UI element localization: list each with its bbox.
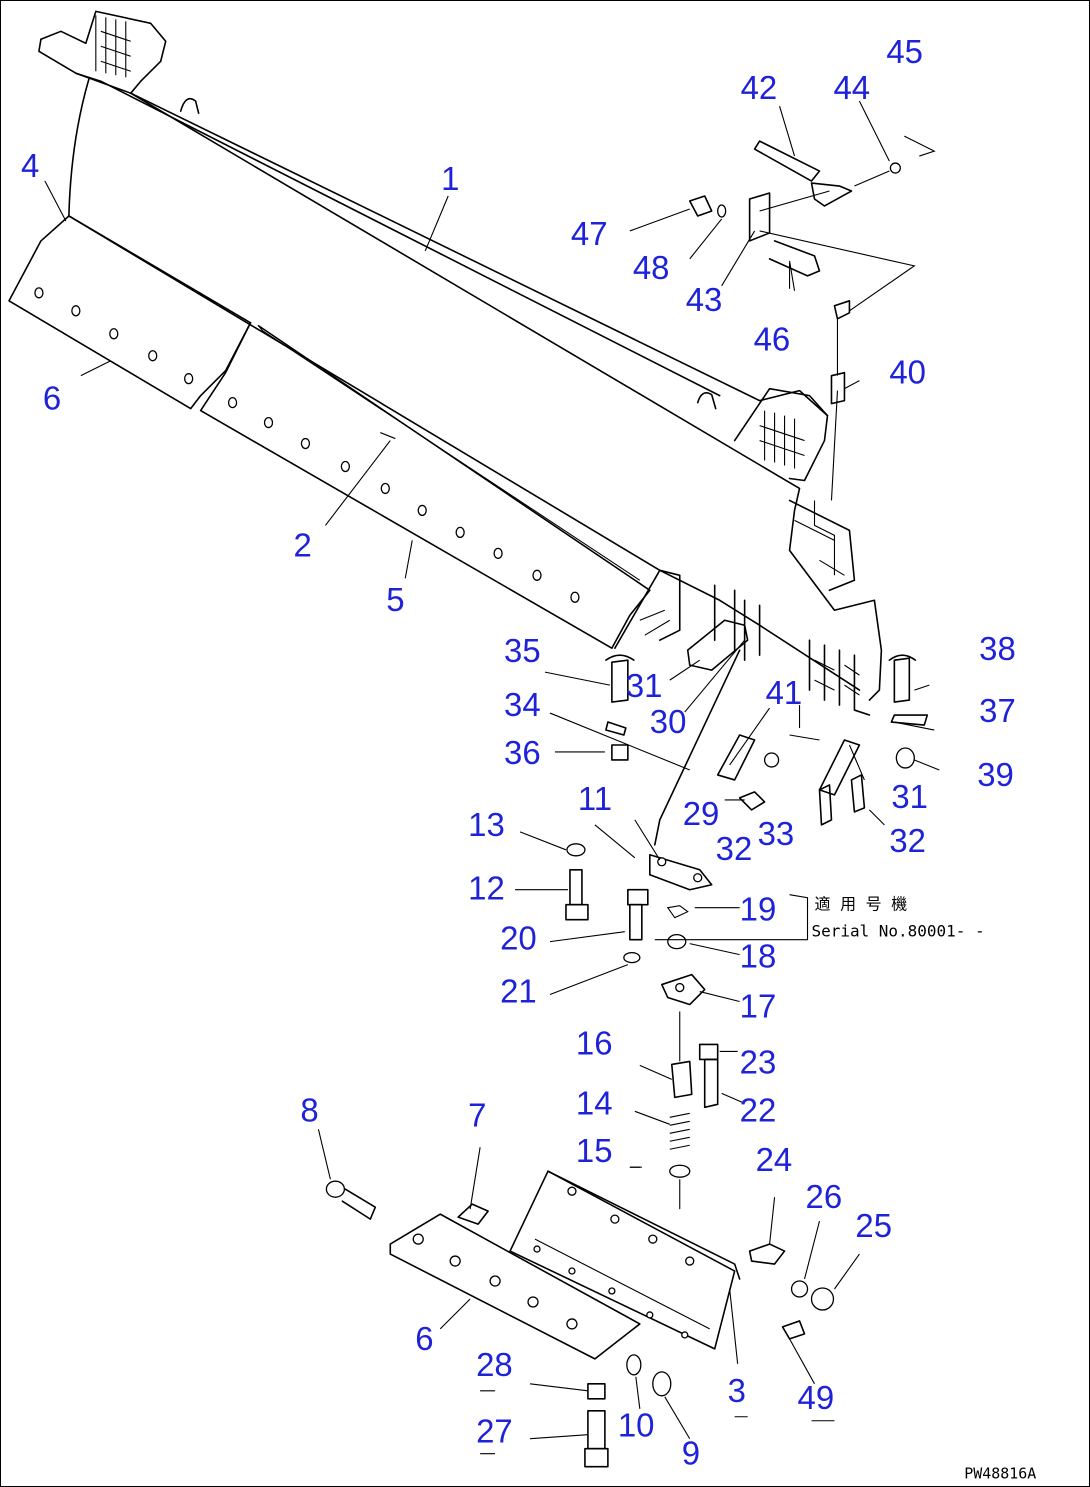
callout-27: 27: [476, 1413, 513, 1450]
callout-28: 28: [476, 1346, 513, 1383]
callout-16: 16: [576, 1024, 613, 1061]
callout-labels: 1 2 3 4 5 6 6 7 8 9 10 11 12 13 14 15 16…: [21, 33, 1016, 1471]
callout-42: 42: [741, 69, 778, 106]
callout-48: 48: [633, 249, 670, 286]
blade-assembly: [8, 10, 883, 716]
callout-41: 41: [766, 674, 803, 711]
callout-35: 35: [504, 632, 541, 669]
callout-21: 21: [500, 973, 537, 1010]
serial-number-note: 適 用 号 機 Serial No.80001- -: [812, 895, 985, 941]
callout-34: 34: [504, 686, 541, 723]
callout-36: 36: [504, 734, 541, 771]
callout-6b: 6: [415, 1320, 433, 1357]
callout-30: 30: [650, 703, 687, 740]
callout-39: 39: [977, 756, 1014, 793]
callout-15: 15: [576, 1132, 613, 1169]
callout-43: 43: [686, 281, 723, 318]
callout-22: 22: [740, 1091, 777, 1128]
callout-18: 18: [740, 938, 777, 975]
callout-31a: 31: [626, 667, 663, 704]
callout-5: 5: [386, 581, 404, 618]
callout-25: 25: [855, 1207, 892, 1244]
callout-17: 17: [740, 987, 777, 1024]
callout-31b: 31: [891, 778, 928, 815]
callout-38: 38: [979, 630, 1016, 667]
callout-24: 24: [756, 1141, 793, 1178]
callout-45: 45: [886, 33, 923, 70]
callout-12: 12: [468, 870, 505, 907]
callout-32b: 32: [889, 822, 926, 859]
callout-7: 7: [468, 1096, 486, 1133]
callout-14: 14: [576, 1084, 613, 1121]
leader-lines: [44, 100, 940, 1455]
callout-2: 2: [293, 526, 311, 563]
callout-6a: 6: [43, 380, 61, 417]
callout-33: 33: [758, 815, 795, 852]
callout-10: 10: [618, 1407, 655, 1444]
callout-46: 46: [754, 321, 791, 358]
callout-1: 1: [441, 160, 459, 197]
callout-23: 23: [740, 1043, 777, 1080]
serial-note-jp: 適 用 号 機: [815, 895, 908, 914]
edge-indicator-hardware: [688, 135, 936, 501]
callout-11: 11: [578, 780, 612, 817]
callout-37: 37: [979, 692, 1016, 729]
drawing-code: PW48816A: [964, 1465, 1036, 1483]
end-bit-assembly: [325, 1170, 835, 1468]
callout-8: 8: [300, 1091, 318, 1128]
callout-20: 20: [500, 920, 537, 957]
callout-13: 13: [468, 806, 505, 843]
serial-note-en: Serial No.80001- -: [812, 922, 985, 941]
callout-32a: 32: [716, 830, 753, 867]
callout-40: 40: [889, 354, 926, 391]
callout-29: 29: [683, 795, 720, 832]
callout-47: 47: [571, 215, 608, 252]
hinge-hardware: [605, 619, 929, 846]
callout-19: 19: [740, 891, 777, 928]
callout-49: 49: [798, 1379, 835, 1416]
callout-4: 4: [21, 147, 39, 184]
callout-9: 9: [682, 1435, 700, 1472]
callout-44: 44: [833, 69, 870, 106]
callout-3: 3: [728, 1372, 746, 1409]
shoe-assembly-hardware: [565, 843, 809, 1210]
callout-26: 26: [806, 1178, 843, 1215]
